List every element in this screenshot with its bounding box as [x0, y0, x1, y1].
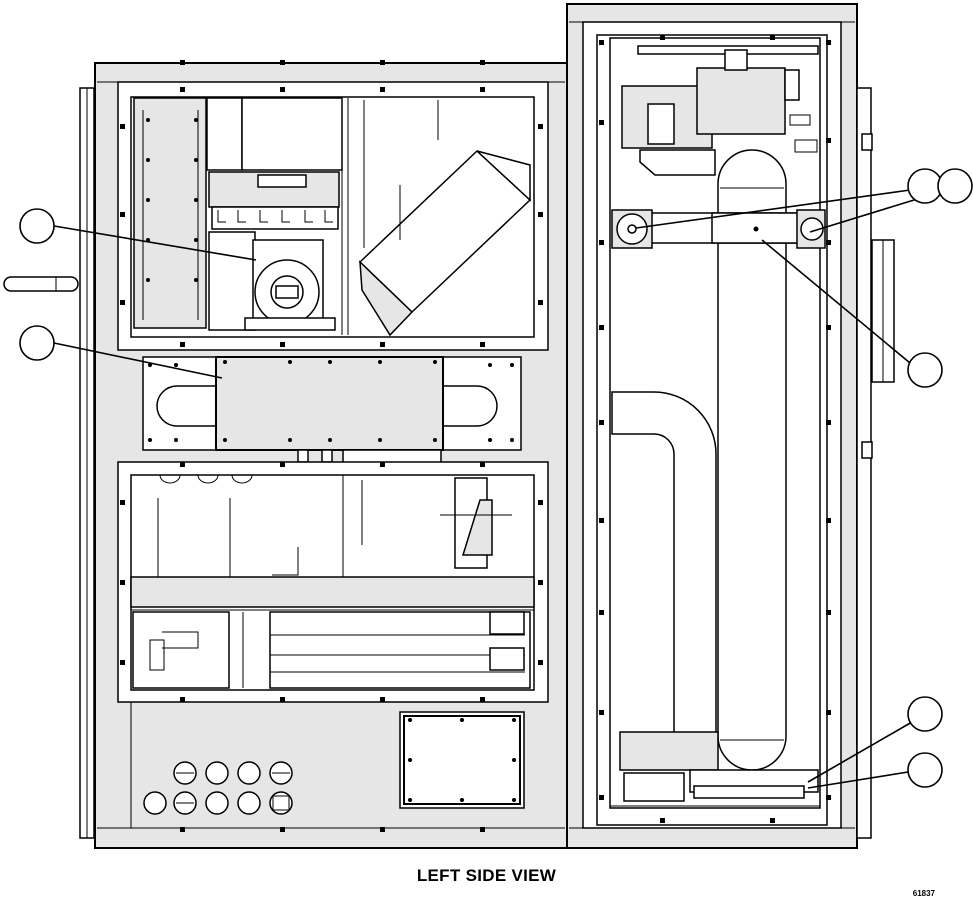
callout-7	[907, 752, 943, 788]
bottom-panel	[130, 702, 525, 828]
callout-4	[937, 168, 973, 204]
right-cabinet	[566, 3, 895, 849]
view-caption: LEFT SIDE VIEW	[416, 866, 557, 885]
upper-electrical-chamber	[117, 81, 549, 351]
callout-2	[19, 325, 55, 361]
callout-1	[19, 208, 55, 244]
figure-number: 61837	[912, 889, 935, 898]
middle-access-plate	[142, 356, 522, 477]
handle	[3, 276, 79, 292]
callout-3	[907, 168, 943, 204]
left-side-view-drawing	[3, 3, 973, 849]
callout-5	[907, 352, 943, 388]
knockouts	[143, 761, 293, 815]
lower-chamber	[117, 461, 549, 703]
screw-heads	[120, 35, 831, 832]
callouts	[19, 168, 973, 789]
callout-6	[907, 696, 943, 732]
